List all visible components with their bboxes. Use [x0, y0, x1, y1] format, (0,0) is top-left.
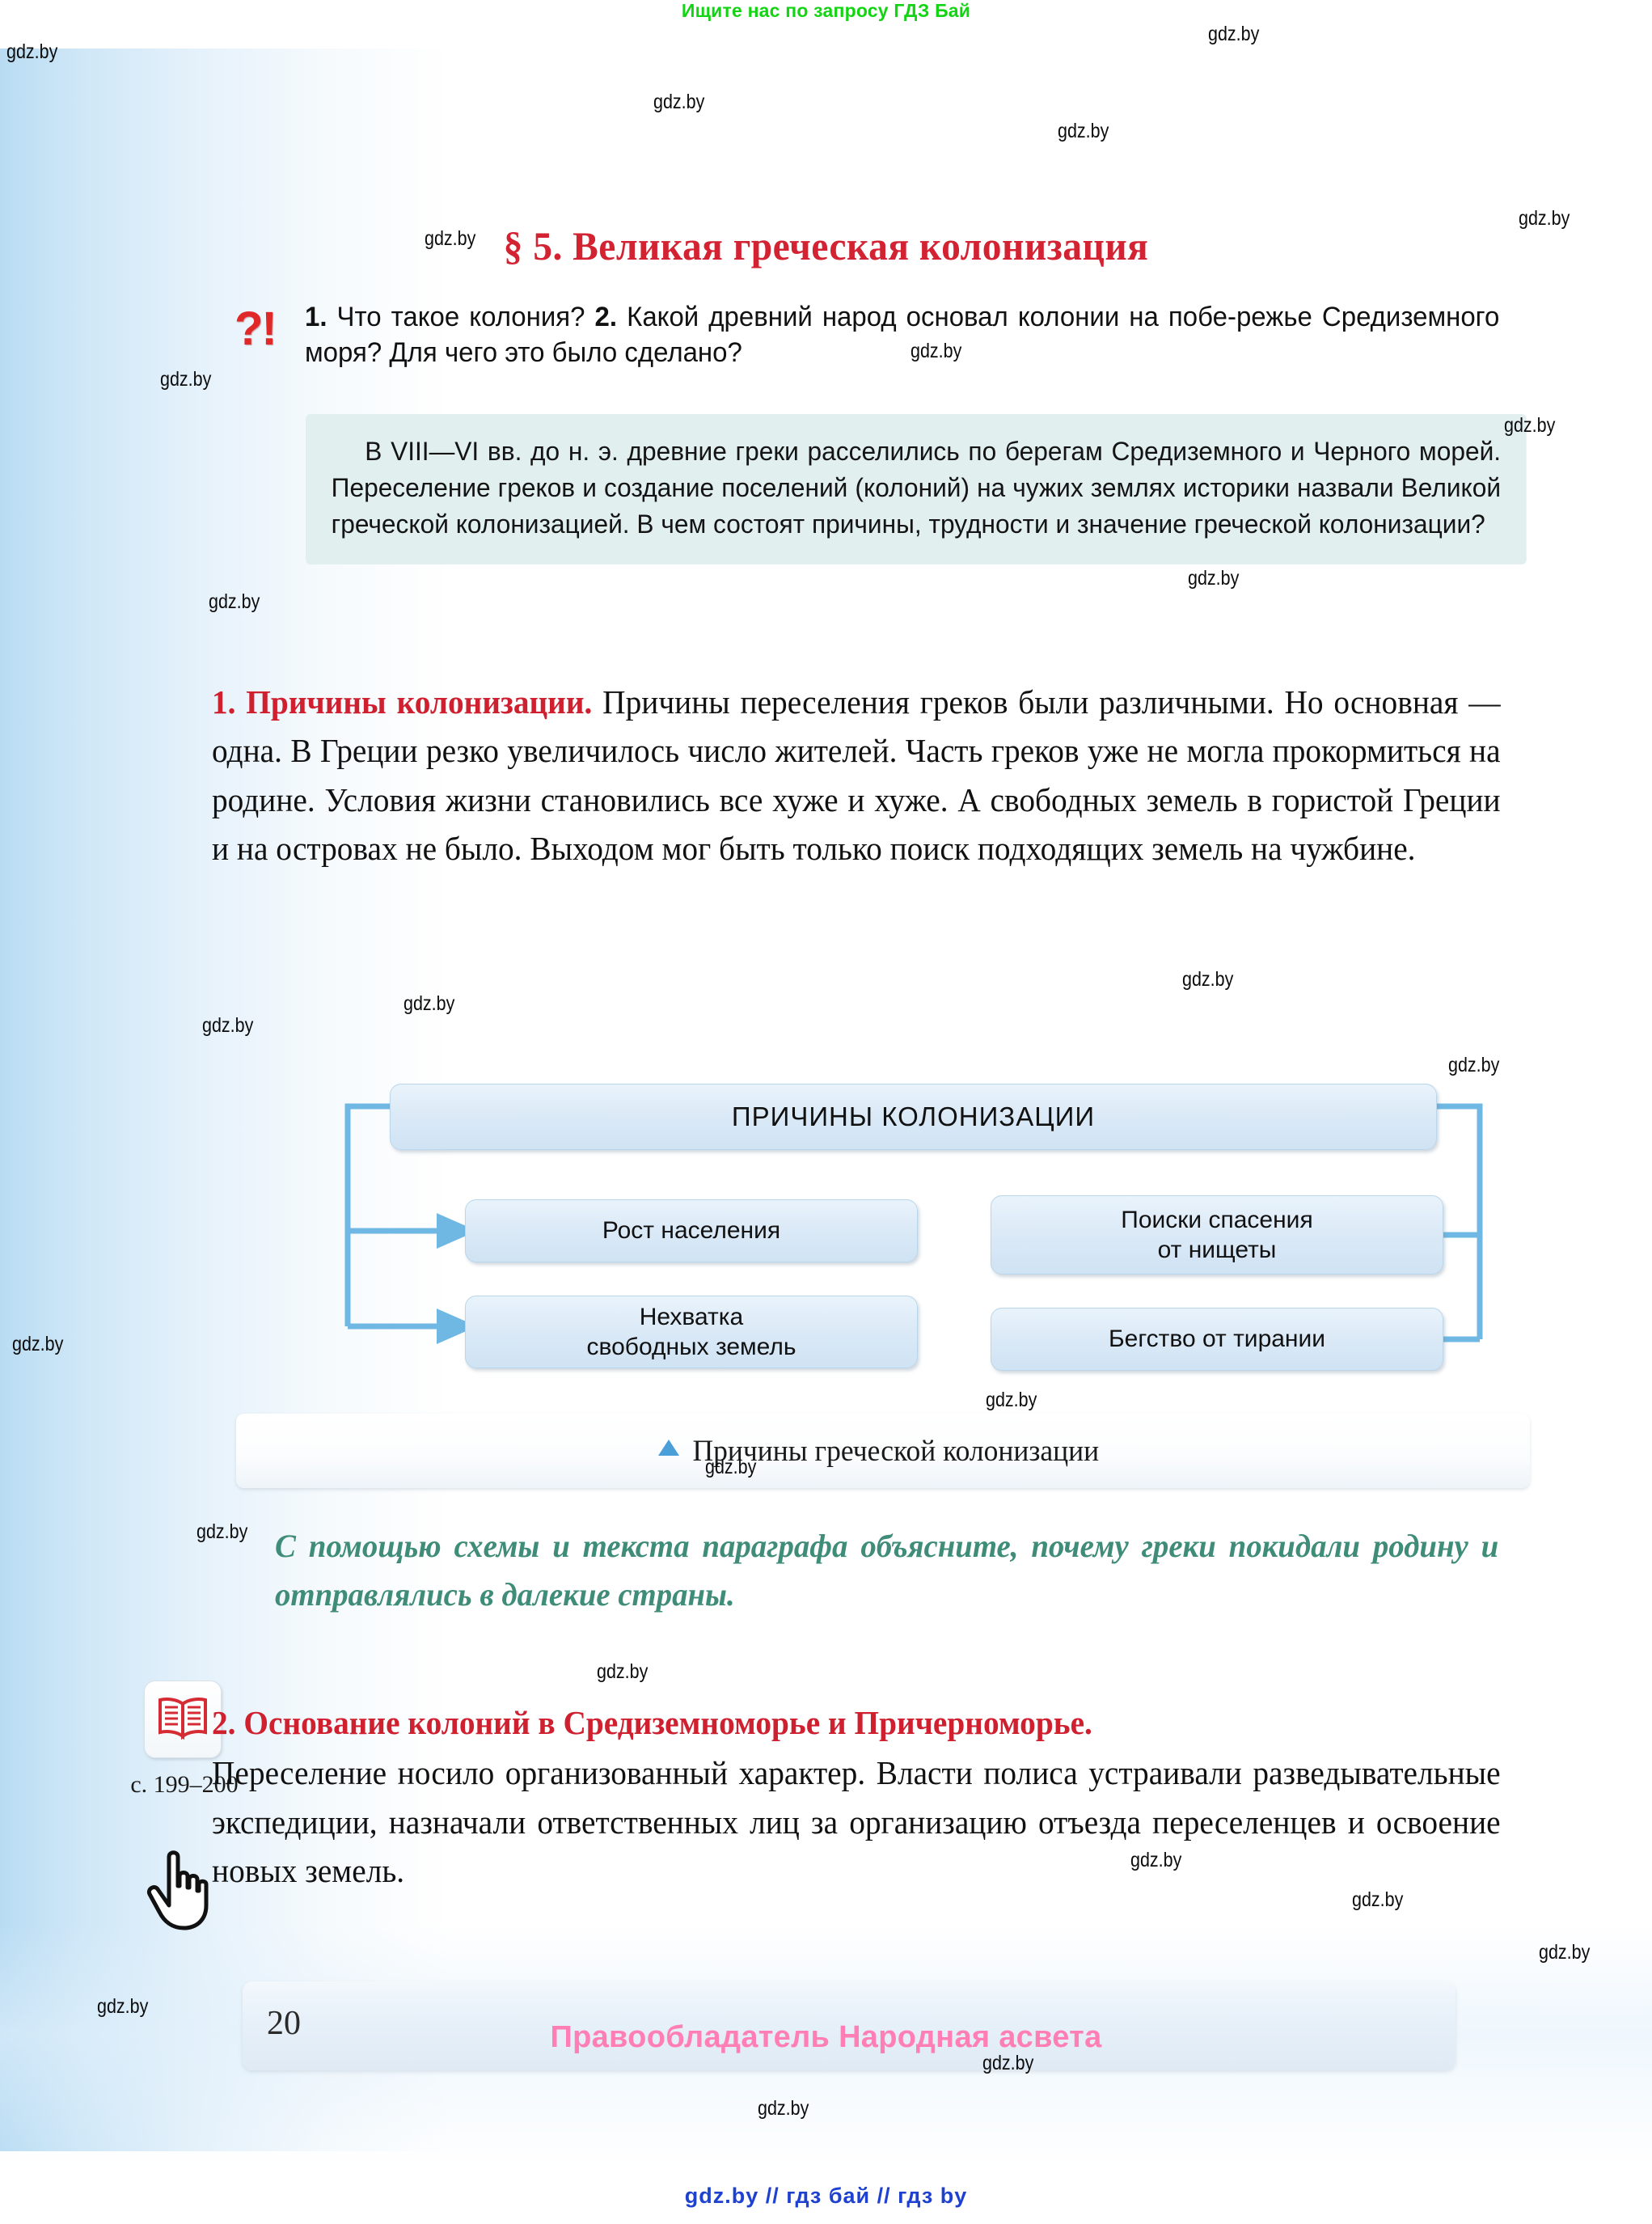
section-1-heading: 1. Причины колонизации. — [212, 683, 593, 721]
diagram-node-flight-tyranny: Бегство от тирании — [991, 1308, 1443, 1371]
page-title: § 5. Великая греческая колонизация — [503, 223, 1149, 268]
triangle-up-icon — [658, 1440, 680, 1456]
promo-banner: Ищите нас по запросу ГДЗ Бай — [681, 0, 971, 21]
questions-text: 1. Что такое колония? 2. Какой древний н… — [305, 302, 1500, 369]
question-exclamation-icon: ?! — [234, 302, 277, 355]
section-2-heading: 2. Основание колоний в Средиземноморье и… — [212, 1704, 1092, 1741]
intro-callout-box: В VIII—VI вв. до н. э. древние греки рас… — [306, 414, 1527, 565]
diagram-caption-bar: Причины греческой колонизации — [236, 1414, 1530, 1488]
diagram-caption-text: Причины греческой колонизации — [692, 1434, 1100, 1468]
diagram-node-root: ПРИЧИНЫ КОЛОНИЗАЦИИ — [390, 1084, 1437, 1150]
footer-links: gdz.by // гдз бай // гдз by — [684, 2184, 968, 2208]
section-2-paragraph: 2. Основание колоний в Средиземноморье и… — [212, 1698, 1501, 1895]
diagram-node-label: Рост населения — [602, 1217, 781, 1245]
section-1-paragraph: 1. Причины колонизации. Причины переселе… — [212, 678, 1501, 873]
diagram-node-label: Бегство от тирании — [1108, 1326, 1326, 1353]
intro-callout-text: В VIII—VI вв. до н. э. древние греки рас… — [331, 437, 1502, 539]
pointing-hand-glyph — [146, 1850, 209, 1930]
section-2-body: Переселение носило организованный характ… — [212, 1754, 1501, 1889]
copyright-notice: Правообладатель Народная асвета — [550, 2020, 1102, 2054]
prior-knowledge-questions: ?! 1. Что такое колония? 2. Какой древни… — [234, 299, 1536, 370]
open-book-glyph — [158, 1698, 207, 1740]
diagram-node-population-growth: Рост населения — [465, 1199, 918, 1262]
open-book-icon — [144, 1681, 222, 1758]
colonization-causes-diagram: ПРИЧИНЫ КОЛОНИЗАЦИИ Рост населения Нехва… — [307, 1084, 1520, 1375]
task-prompt-green: С помощью схемы и текста параграфа объяс… — [275, 1528, 1499, 1613]
pointing-hand-icon — [142, 1844, 222, 1933]
